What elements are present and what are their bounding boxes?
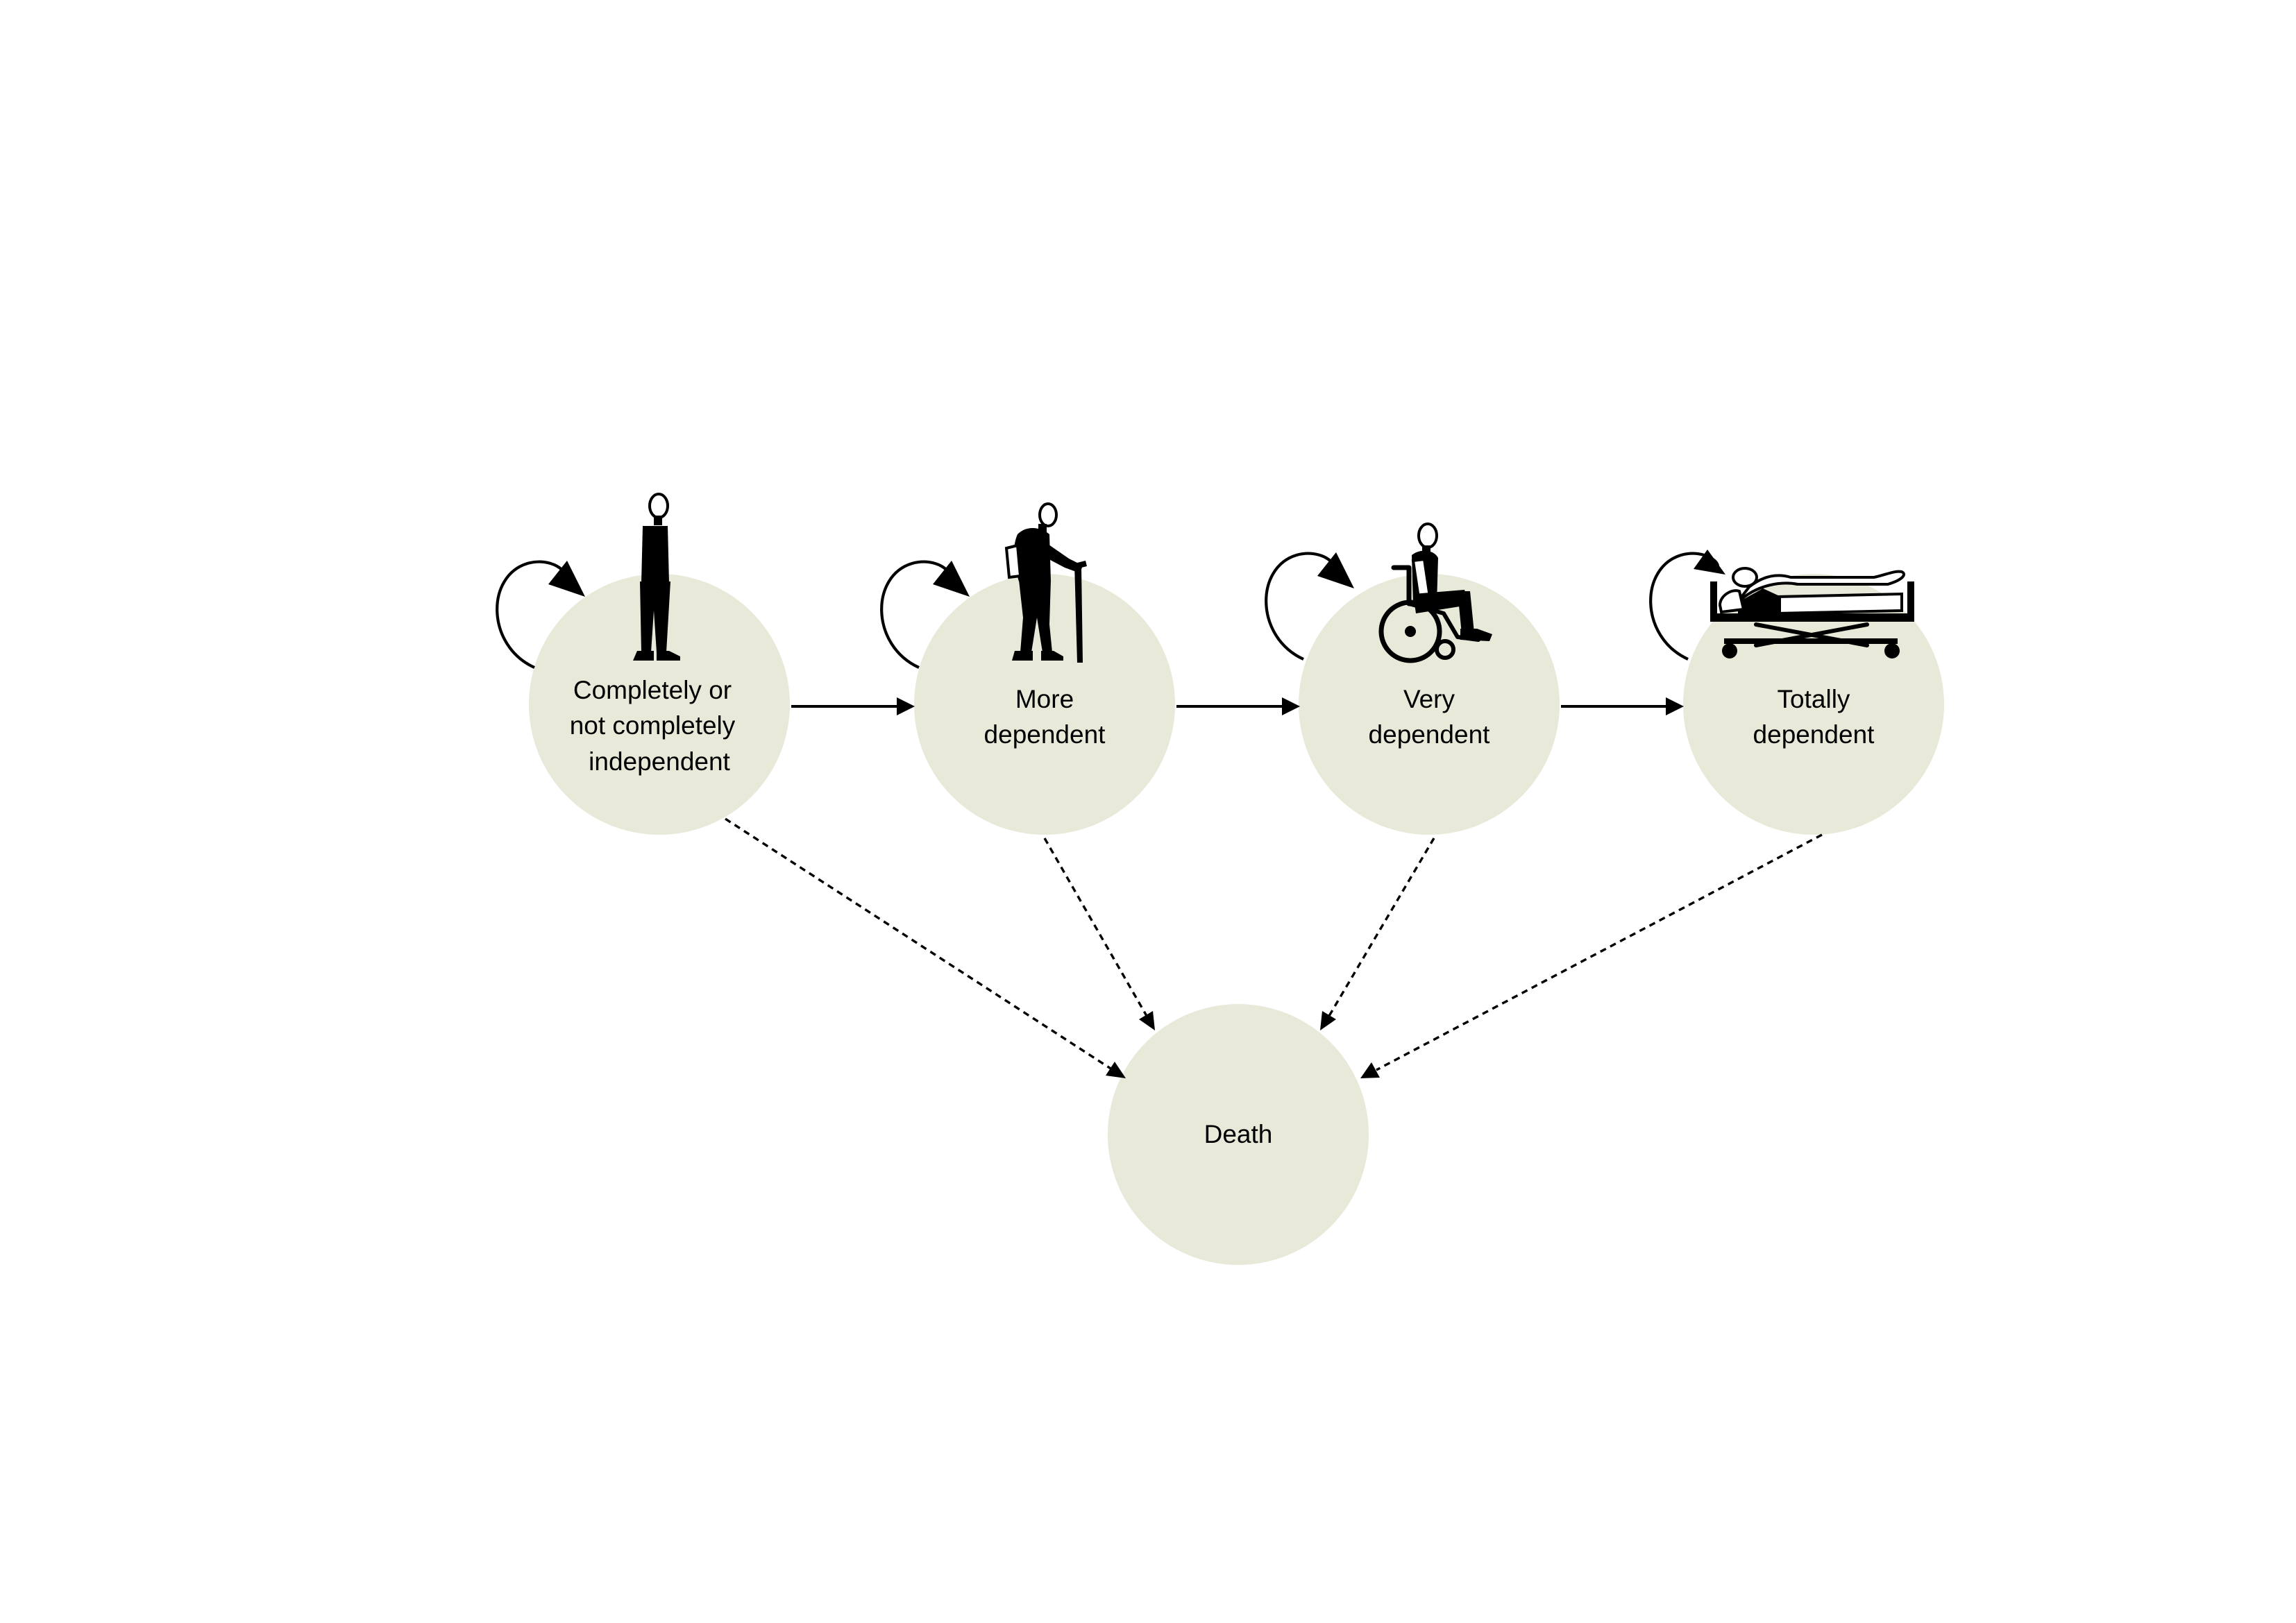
node-more-dependent [914, 574, 1175, 835]
label-independent-line3: independent [589, 747, 730, 776]
arrow-independent-to-more-dependent [791, 697, 915, 715]
standing-person-icon [633, 493, 680, 661]
person-with-cane-icon [1004, 502, 1087, 663]
arrow-very-dependent-to-totally-dependent [1561, 697, 1684, 715]
self-loop-very-dependent [1265, 552, 1354, 661]
label-very-dependent-line2: dependent [1369, 720, 1491, 749]
label-totally-dependent-line1: Totally [1778, 685, 1850, 713]
label-more-dependent-line1: More [1015, 685, 1074, 713]
self-loop-independent [496, 560, 585, 669]
hospital-bed-icon [1710, 567, 1914, 658]
arrow-more-dependent-to-death [1043, 838, 1155, 1030]
label-very-dependent-line1: Very [1403, 685, 1455, 713]
arrow-more-dependent-to-very-dependent [1176, 697, 1300, 715]
self-loop-more-dependent [880, 560, 970, 669]
label-totally-dependent-line2: dependent [1753, 720, 1875, 749]
arrow-totally-dependent-to-death [1360, 833, 1823, 1078]
label-independent-line2: not completely [570, 711, 736, 740]
arrow-independent-to-death [725, 817, 1126, 1078]
wheelchair-icon [1378, 522, 1492, 663]
label-more-dependent-line2: dependent [984, 720, 1106, 749]
arrow-very-dependent-to-death [1320, 838, 1435, 1030]
label-death: Death [1204, 1120, 1273, 1148]
node-very-dependent [1299, 574, 1560, 835]
node-independent [529, 574, 790, 835]
self-loop-totally-dependent [1649, 550, 1725, 661]
node-death [1108, 1004, 1369, 1265]
label-independent-line1: Completely or [573, 676, 732, 704]
